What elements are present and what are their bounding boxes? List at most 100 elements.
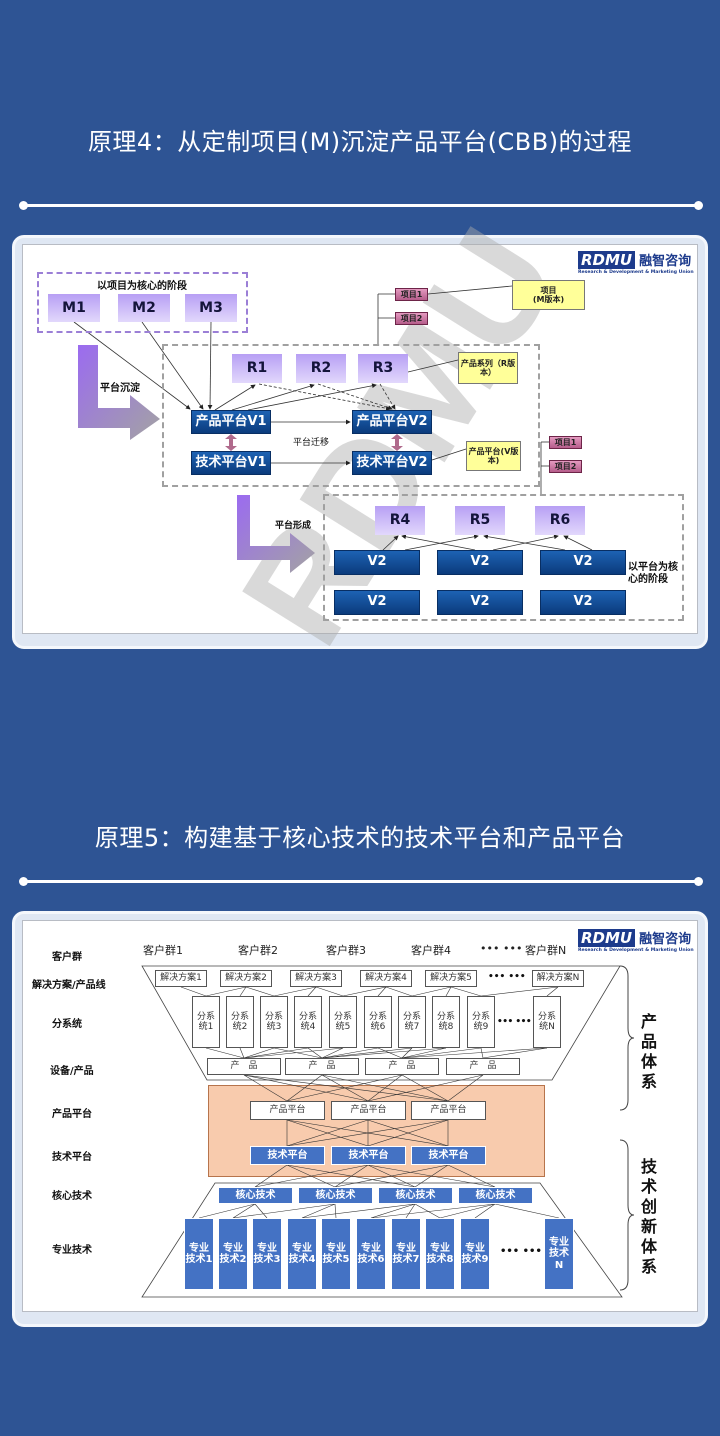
connector-line — [474, 1203, 496, 1219]
customer-group: 客户群2 — [238, 944, 278, 957]
connector-line — [334, 1164, 369, 1188]
connector-line — [243, 1047, 344, 1059]
note-line: (M版本) — [532, 295, 565, 304]
connector-line — [254, 1164, 288, 1188]
connector-line — [414, 1203, 441, 1219]
platform-formation-arrow — [237, 495, 315, 573]
customer-group: 客户群1 — [143, 944, 183, 957]
brace-icon — [619, 965, 635, 1111]
connector-line — [414, 1164, 449, 1188]
logo-mark: RDMU — [578, 250, 636, 269]
logo-cn: 融智咨询 — [639, 254, 692, 269]
product-box: 产 品 — [285, 1058, 359, 1075]
specialty-tech-box: 专业技术2 — [218, 1218, 248, 1290]
connector-line — [447, 1164, 496, 1188]
specialty-tech-box: 专业技术7 — [391, 1218, 421, 1290]
connector-line — [307, 1047, 323, 1059]
project-stage-label: 以项目为核心的阶段 — [97, 281, 187, 292]
platform-stage-label: 以平台为核心的阶段 — [628, 562, 678, 585]
r1-node: R1 — [232, 354, 282, 383]
connector-line — [232, 1203, 336, 1219]
specialty-tech-box: 专业技术N — [544, 1218, 574, 1290]
m3-node: M3 — [185, 294, 237, 322]
connector-line — [334, 1164, 449, 1188]
connector-line — [321, 1047, 344, 1059]
specialty-tech-box: 专业技术3 — [252, 1218, 282, 1290]
customer-group: 客户群3 — [326, 944, 366, 957]
connector-line — [439, 1203, 496, 1219]
logo-mark: RDMU — [578, 928, 636, 947]
product-platform-v2: 产品平台V2 — [352, 410, 432, 434]
project-tag: 项目2 — [395, 312, 428, 325]
row-label: 解决方案/产品线 — [32, 980, 106, 991]
connector-line — [407, 359, 459, 373]
connector-line — [231, 383, 315, 411]
customer-group: 客户群N — [525, 944, 567, 957]
subsystem-box: 分系统N — [533, 996, 561, 1048]
connector-line — [431, 448, 467, 461]
connector-line — [401, 1047, 447, 1059]
product-trapezoid — [141, 965, 621, 1081]
v2-node: V2 — [437, 550, 523, 575]
connector-line — [214, 384, 256, 411]
row-label: 设备/产品 — [50, 1066, 94, 1077]
specialty-tech-box: 专业技术6 — [356, 1218, 386, 1290]
v2-node: V2 — [437, 590, 523, 615]
customer-group: 客户群4 — [411, 944, 451, 957]
core-tech-box: 核心技术 — [218, 1187, 293, 1204]
connector-line — [321, 1047, 447, 1059]
connector-line — [546, 986, 559, 997]
v2-node: V2 — [334, 550, 420, 575]
r5-node: R5 — [455, 506, 505, 535]
connector-line — [321, 1047, 413, 1059]
connector-line — [563, 535, 593, 551]
r3-node: R3 — [358, 354, 408, 383]
product-system-label: 产品体系 — [641, 1012, 658, 1091]
product-platform-box: 产品平台 — [331, 1101, 406, 1120]
product-box: 产 品 — [207, 1058, 281, 1075]
connector-line — [494, 1203, 560, 1219]
r6-node: R6 — [535, 506, 585, 535]
logo-subtitle: Research & Development & Marketing Union — [578, 270, 694, 275]
platform-formation-label: 平台形成 — [275, 521, 312, 531]
row-label: 客户群 — [52, 952, 82, 963]
project-tag: 项目2 — [549, 460, 582, 473]
solution-box: 解决方案4 — [360, 970, 412, 987]
core-tech-box: 核心技术 — [458, 1187, 533, 1204]
row-label: 技术平台 — [52, 1152, 92, 1163]
connector-line — [401, 1047, 548, 1059]
connector-line — [232, 1203, 256, 1219]
r2-node: R2 — [296, 354, 346, 383]
subsystem-box: 分系统8 — [432, 996, 460, 1048]
connector-line — [141, 321, 204, 410]
divider-line — [19, 877, 703, 886]
core-tech-box: 核心技术 — [378, 1187, 453, 1204]
connector-line — [207, 321, 213, 410]
connector-line — [401, 1047, 413, 1059]
brace-icon — [619, 1139, 635, 1291]
connector-line — [243, 1047, 309, 1059]
v2-node: V2 — [540, 550, 626, 575]
connector-line — [321, 1047, 379, 1059]
connector-line — [401, 1047, 482, 1059]
connector-line — [254, 1164, 369, 1188]
connector-line — [377, 1047, 403, 1059]
connector-line — [367, 1074, 484, 1102]
connector-line — [239, 986, 247, 997]
product-platform-v1: 产品平台V1 — [191, 410, 271, 434]
project-tag: 项目1 — [549, 436, 582, 449]
note-line: 项目 — [540, 285, 557, 295]
product-platform-box: 产品平台 — [250, 1101, 325, 1120]
connector-line — [205, 1047, 245, 1059]
section1-title: 原理4：从定制项目(M)沉淀产品平台(CBB)的过程 — [87, 128, 633, 156]
connector-line — [482, 1047, 548, 1059]
logo-cn: 融智咨询 — [639, 932, 692, 947]
solution-box: 解决方案1 — [155, 970, 207, 987]
connector-line — [447, 1074, 484, 1102]
platform-deposit-label: 平台沉淀 — [100, 383, 140, 394]
specialty-tech-box: 专业技术5 — [321, 1218, 351, 1290]
m2-node: M2 — [118, 294, 170, 322]
